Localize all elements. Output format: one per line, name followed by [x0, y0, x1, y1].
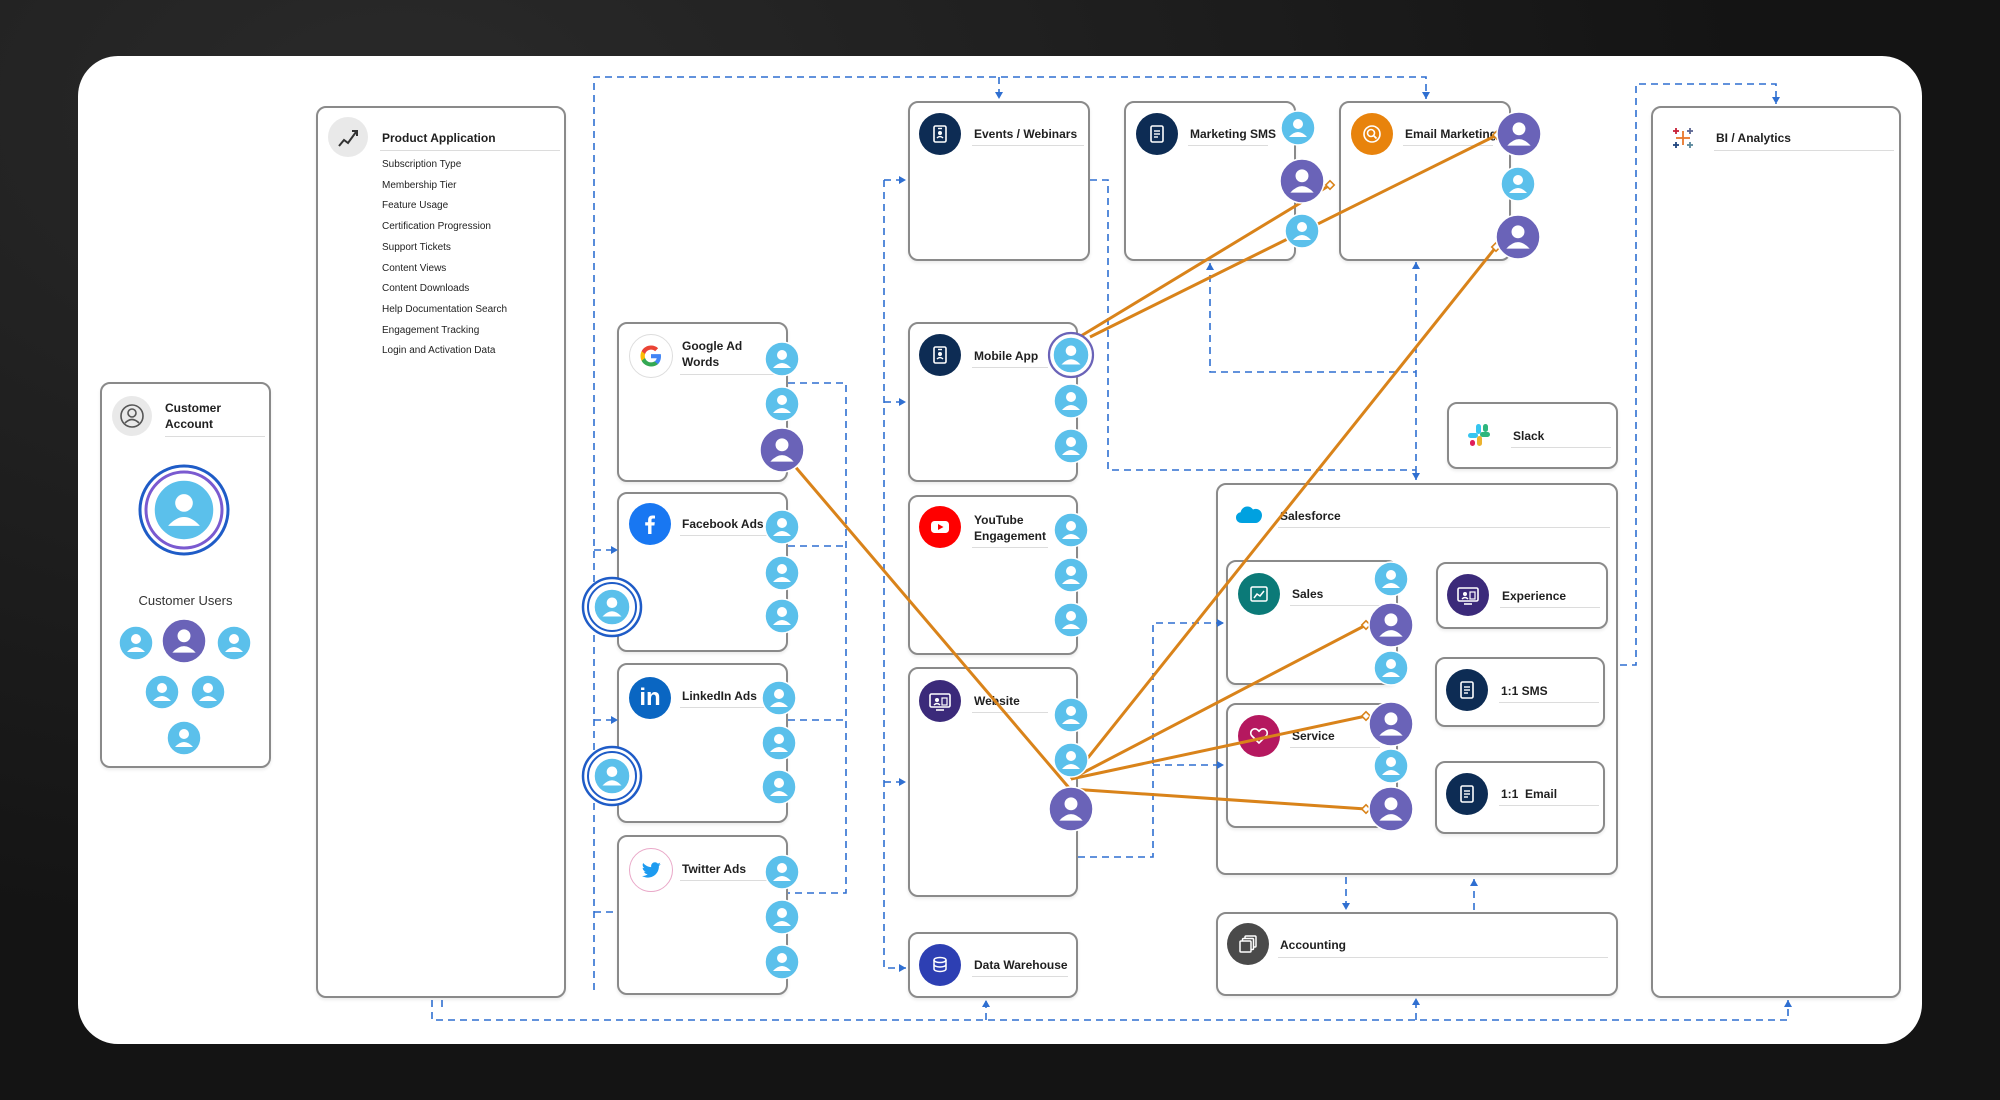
one-to-one-email-icon: [1446, 773, 1488, 815]
experience-title-divider: [1500, 607, 1600, 608]
slack-icon: [1466, 422, 1492, 448]
customer-users-label: Customer Users: [138, 593, 233, 608]
product-feature-item: Help Documentation Search: [382, 303, 508, 315]
service-icon: [1238, 715, 1280, 757]
accounting-icon: [1227, 923, 1269, 965]
product-feature-item: Subscription Type: [382, 159, 462, 170]
one-to-one-sms-title: 1:1 SMS: [1501, 684, 1548, 698]
youtube-icon: [919, 506, 961, 548]
email-marketing-icon: [1351, 113, 1393, 155]
sales-icon: [1238, 573, 1280, 615]
sales-title: Sales: [1292, 587, 1324, 601]
customer-title-divider: [165, 436, 265, 437]
twitter-icon: [629, 848, 673, 892]
product-application-icon: [328, 117, 368, 157]
sms-title-divider: [1188, 145, 1268, 146]
google-icon: [629, 334, 673, 378]
customer-account-icon: [112, 396, 152, 436]
data-warehouse-title: Data Warehouse: [974, 958, 1068, 972]
slack-title-divider: [1511, 447, 1611, 448]
twitter-title-divider: [680, 880, 775, 881]
youtube-title-divider: [972, 547, 1048, 548]
customer-account-box[interactable]: [100, 382, 271, 768]
website-title: Website: [974, 694, 1020, 708]
slack-title: Slack: [1513, 429, 1545, 443]
google-title-divider: [680, 374, 775, 375]
product-feature-item: Feature Usage: [382, 200, 449, 212]
bi-analytics-box[interactable]: [1651, 106, 1901, 998]
marketing-sms-title: Marketing SMS: [1190, 127, 1277, 141]
tableau-icon: [1670, 125, 1696, 151]
salesforce-title: Salesforce: [1280, 509, 1341, 523]
facebook-ads-title: Facebook Ads: [682, 517, 764, 531]
email-marketing-title: Email Marketing: [1405, 127, 1495, 141]
website-title-divider: [972, 712, 1048, 713]
product-feature-item: Login and Activation Data: [382, 345, 496, 357]
product-feature-item: Certification Progression: [382, 221, 491, 233]
events-webinars-title: Events / Webinars: [974, 127, 1078, 141]
product-feature-item: Support Tickets: [382, 241, 451, 253]
product-feature-item: Engagement Tracking: [382, 324, 480, 336]
events-webinars-icon: [919, 113, 961, 155]
product-application-box[interactable]: [316, 106, 566, 998]
linkedin-ads-title: LinkedIn Ads: [682, 689, 757, 703]
twitter-ads-title: Twitter Ads: [682, 862, 747, 876]
accounting-box[interactable]: [1216, 912, 1618, 996]
mobile-app-icon: [919, 334, 961, 376]
email-title-divider: [1403, 145, 1493, 146]
bi-title-divider: [1714, 150, 1894, 151]
product-feature-item: Membership Tier: [382, 179, 457, 191]
events-title-divider: [972, 145, 1084, 146]
salesforce-cloud-icon: [1234, 504, 1264, 526]
service-title: Service: [1292, 729, 1335, 743]
product-feature-item: Content Downloads: [382, 283, 470, 295]
accounting-title: Accounting: [1280, 938, 1346, 952]
one-to-one-email-divider: [1499, 805, 1599, 806]
experience-title: Experience: [1502, 589, 1567, 603]
one-to-one-sms-divider: [1499, 702, 1599, 703]
mobile-title-divider: [972, 367, 1048, 368]
experience-icon: [1447, 574, 1489, 616]
one-to-one-email-title: 1:1 Email: [1501, 787, 1558, 801]
product-title-divider: [380, 150, 560, 151]
facebook-title-divider: [680, 535, 775, 536]
salesforce-title-divider: [1278, 527, 1610, 528]
service-title-divider: [1290, 747, 1380, 748]
marketing-sms-icon: [1136, 113, 1178, 155]
product-feature-item: Content Views: [382, 262, 447, 274]
linkedin-title-divider: [680, 707, 775, 708]
warehouse-title-divider: [972, 976, 1068, 977]
product-application-title: Product Application: [382, 131, 496, 145]
mobile-app-title: Mobile App: [974, 349, 1039, 363]
linkedin-icon: in: [629, 677, 671, 719]
website-icon: [919, 680, 961, 722]
sales-title-divider: [1290, 605, 1380, 606]
one-to-one-sms-icon: [1446, 669, 1488, 711]
bi-analytics-title: BI / Analytics: [1716, 131, 1791, 145]
data-warehouse-icon: [919, 944, 961, 986]
facebook-icon: [629, 503, 671, 545]
accounting-title-divider: [1278, 957, 1608, 958]
